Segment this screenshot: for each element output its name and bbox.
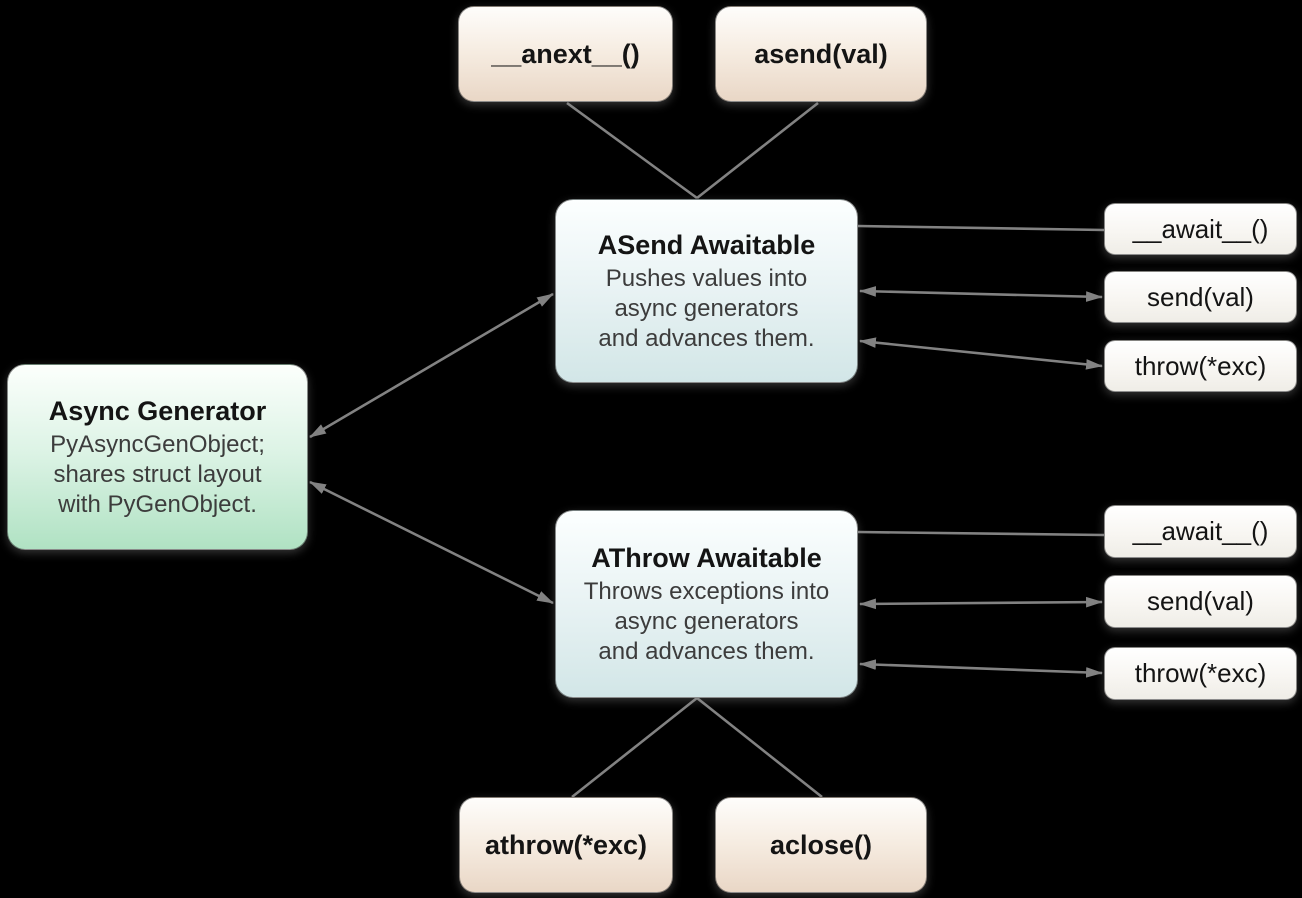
asend-awaitable-description: Pushes values into async generators and … [598, 264, 815, 352]
node-asend-label: asend(val) [754, 38, 888, 69]
edge-asend_awaitable-to-asend_await [857, 224, 1105, 232]
node-asend-await: __await__() [1104, 203, 1297, 255]
edge-asend_awaitable-to-asend_throw [858, 337, 1104, 370]
athrow-awaitable-description: Throws exceptions into async generators … [583, 577, 830, 665]
athrow-throw-label: throw(*exc) [1134, 658, 1267, 688]
asend-awaitable-title: ASend Awaitable [597, 229, 816, 260]
node-aclose: aclose() [715, 797, 927, 893]
node-athrow-method: athrow(*exc) [459, 797, 673, 893]
edge-athrow_awaitable-to-aclose [696, 696, 823, 799]
edge-athrow_awaitable-to-athrow_throw [858, 659, 1104, 678]
athrow-await-label: __await__() [1132, 516, 1269, 546]
asend-send-label: send(val) [1147, 281, 1254, 312]
node-asend-throw: throw(*exc) [1104, 340, 1297, 392]
node-asend-send: send(val) [1104, 271, 1297, 323]
edge-anext-to-asend_awaitable [566, 101, 698, 200]
node-athrow-awaitable: AThrow Awaitable Throws exceptions into … [555, 510, 858, 698]
asend-throw-label: throw(*exc) [1134, 350, 1267, 381]
node-anext: __anext__() [458, 6, 673, 102]
asend-await-label: __await__() [1132, 213, 1269, 244]
edge-async_generator-to-asend_awaitable [309, 292, 554, 439]
node-athrow-send: send(val) [1104, 575, 1297, 628]
node-asend-awaitable: ASend Awaitable Pushes values into async… [555, 199, 858, 383]
async-generator-title: Async Generator [48, 395, 267, 426]
node-async-generator: Async Generator PyAsyncGenObject; shares… [7, 364, 308, 550]
edge-async_generator-to-athrow_awaitable [309, 480, 554, 605]
edge-athrow_awaitable-to-athrow_await [857, 530, 1105, 537]
edge-asend_awaitable-to-asend_send [858, 286, 1104, 302]
edge-athrow_awaitable-to-athrow_send [858, 596, 1104, 610]
athrow-send-label: send(val) [1147, 586, 1254, 616]
node-athrow-throw: throw(*exc) [1104, 647, 1297, 700]
athrow-method-label: athrow(*exc) [484, 829, 648, 860]
async-generator-description: PyAsyncGenObject; shares struct layout w… [50, 430, 265, 518]
node-asend: asend(val) [715, 6, 927, 102]
athrow-awaitable-title: AThrow Awaitable [591, 542, 822, 573]
edge-athrow_awaitable-to-athrow_method [571, 696, 698, 799]
node-athrow-await: __await__() [1104, 505, 1297, 558]
node-anext-label: __anext__() [491, 38, 640, 69]
aclose-label: aclose() [769, 829, 873, 860]
edge-asend-to-asend_awaitable [696, 101, 819, 200]
